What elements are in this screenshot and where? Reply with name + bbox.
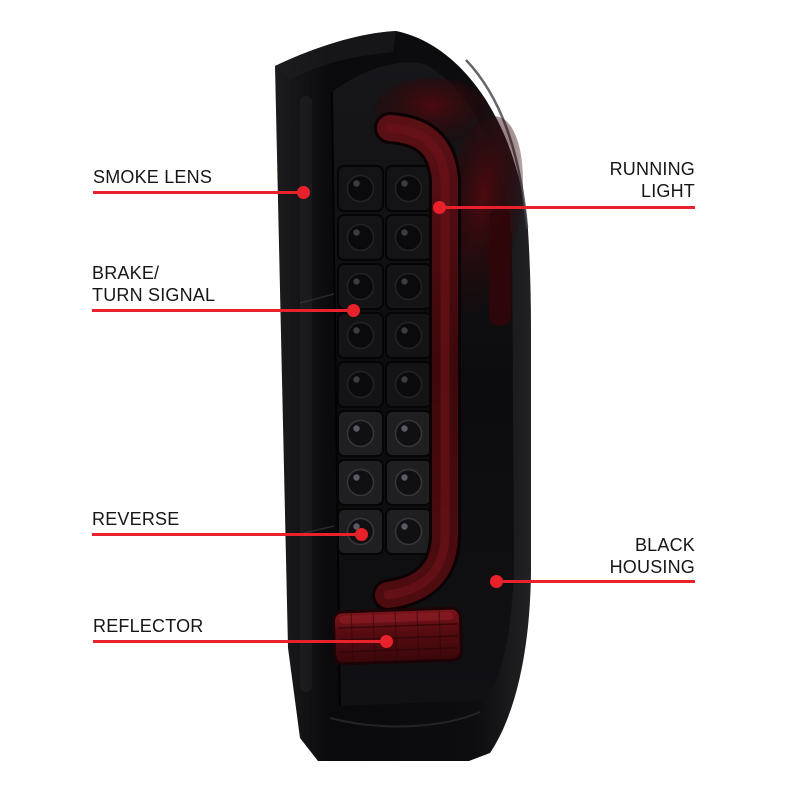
callout-line-brake-turn-signal	[92, 309, 354, 312]
callout-dot-black-housing	[490, 575, 503, 588]
callout-label-reflector: REFLECTOR	[93, 616, 204, 636]
callout-line-running-light	[440, 206, 695, 209]
light-bar-tube	[372, 112, 461, 611]
callout-line-reverse	[92, 533, 362, 536]
callout-line-reflector	[93, 640, 387, 643]
callout-dot-brake-turn-signal	[347, 304, 360, 317]
callout-line-black-housing	[497, 580, 695, 583]
callout-label-brake-turn-signal: BRAKE/ TURN SIGNAL	[92, 263, 216, 305]
callout-label-reverse: REVERSE	[92, 509, 180, 529]
callout-label-black-housing: BLACK HOUSING	[609, 535, 695, 577]
callout-label-smoke-lens: SMOKE LENS	[93, 167, 213, 187]
callout-label-running-light: RUNNING LIGHT	[609, 159, 695, 201]
callout-dot-reverse	[355, 528, 368, 541]
callout-dot-running-light	[433, 201, 446, 214]
reflector-shape	[331, 606, 464, 666]
callout-line-smoke-lens	[93, 191, 304, 194]
callout-dot-reflector	[380, 635, 393, 648]
callout-dot-smoke-lens	[297, 186, 310, 199]
